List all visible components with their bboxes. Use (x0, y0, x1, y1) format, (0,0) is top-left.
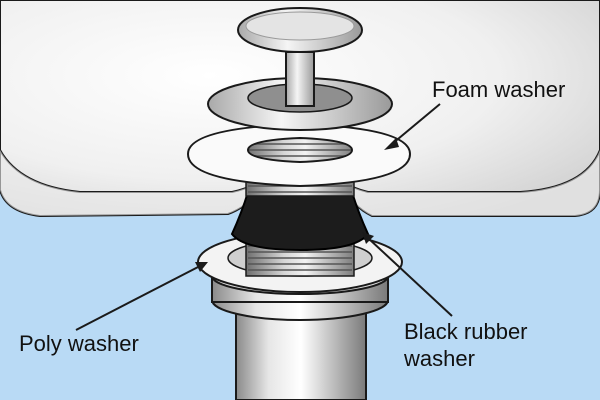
arrow-icon (75, 262, 208, 331)
black-rubber-washer-label-line2: washer (404, 346, 475, 371)
black-rubber-washer (230, 191, 370, 252)
black-rubber-washer-label: Black rubber washer (404, 318, 528, 372)
black-rubber-washer-label-line1: Black rubber (404, 319, 528, 344)
arrow-icon (384, 103, 441, 150)
foam-washer (186, 122, 412, 188)
arrow-icon (362, 232, 453, 317)
plug-cap (237, 7, 363, 107)
poly-washer-label: Poly washer (19, 331, 139, 356)
foam-washer-label: Foam washer (432, 77, 566, 102)
